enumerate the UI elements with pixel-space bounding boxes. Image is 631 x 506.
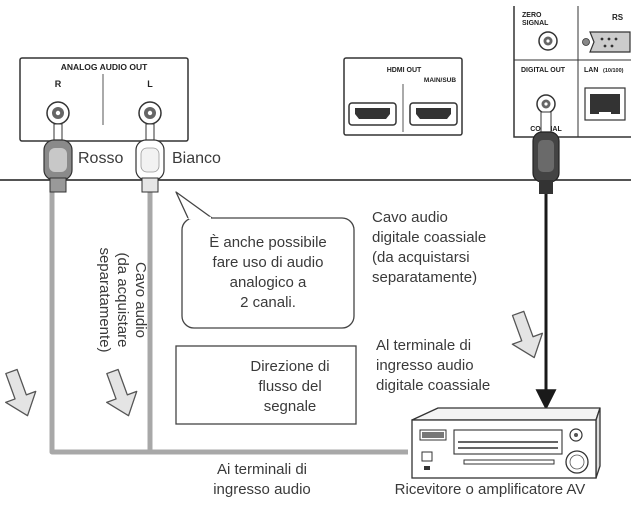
receiver-label: Ricevitore o amplificatore AV (395, 481, 586, 498)
rs-label: RS (612, 13, 624, 22)
analog-cable-label: Cavo audio (da acquistare separatamente) (96, 247, 149, 352)
audio-terminals-label-2: ingresso audio (213, 481, 311, 498)
svg-text:flusso del: flusso del (258, 378, 321, 395)
hdmi-sub-label: MAIN/SUB (424, 77, 456, 84)
svg-text:Cavo audio: Cavo audio (132, 262, 149, 338)
analog-l-label: L (147, 79, 153, 89)
svg-text:2 canali.: 2 canali. (240, 294, 296, 311)
digital-out-panel: ZERO SIGNAL RS DIGITAL OUT LAN (10/100) … (513, 6, 631, 138)
zero-signal-label-1: ZERO (522, 12, 542, 19)
svg-text:digitale coassiale: digitale coassiale (376, 377, 490, 394)
rosso-label: Rosso (78, 150, 123, 167)
lan-sub-label: (10/100) (603, 68, 624, 74)
av-receiver (411, 407, 601, 479)
analog-r-jack (46, 101, 70, 125)
callout-bubble: È anche possibile fare uso di audio anal… (175, 191, 355, 329)
svg-text:segnale: segnale (264, 398, 317, 415)
svg-text:È anche possibile: È anche possibile (209, 234, 327, 251)
analog-audio-out-title: ANALOG AUDIO OUT (61, 62, 148, 72)
white-rca-plug (135, 123, 165, 193)
svg-text:digitale coassiale: digitale coassiale (372, 229, 486, 246)
analog-audio-out-panel: ANALOG AUDIO OUT R L (19, 57, 189, 142)
signal-flow-arrow-mid (105, 368, 138, 417)
rs232-port (582, 31, 631, 53)
zero-signal-label-2: SIGNAL (522, 20, 549, 27)
svg-text:(da acquistarsi: (da acquistarsi (372, 249, 470, 266)
coaxial-plug (532, 111, 560, 194)
hdmi-port-sub (409, 102, 458, 126)
svg-text:Direzione di: Direzione di (250, 358, 329, 375)
svg-text:analogico a: analogico a (230, 274, 307, 291)
svg-text:separatamente): separatamente) (372, 269, 477, 286)
coaxial-terminal-label: Al terminale di ingresso audio digitale … (376, 337, 490, 394)
svg-text:ingresso audio: ingresso audio (376, 357, 474, 374)
svg-text:Cavo audio: Cavo audio (372, 209, 448, 226)
svg-text:fare uso di audio: fare uso di audio (213, 254, 324, 271)
coaxial-digital-jack (536, 94, 556, 114)
analog-l-jack (138, 101, 162, 125)
audio-terminals-label-1: Ai terminali di (217, 461, 307, 478)
svg-text:Al terminale di: Al terminale di (376, 337, 471, 354)
analog-cables (49, 190, 408, 455)
hdmi-out-panel: HDMI OUT MAIN/SUB (343, 57, 463, 136)
svg-text:(da acquistare: (da acquistare (114, 252, 131, 347)
hdmi-port-main (348, 102, 397, 126)
lan-label: LAN (584, 67, 598, 74)
svg-text:separatamente): separatamente) (96, 247, 113, 352)
signal-flow-arrow-right (511, 310, 544, 359)
hdmi-out-title: HDMI OUT (387, 67, 422, 74)
digital-out-label: DIGITAL OUT (521, 67, 566, 74)
signal-direction-legend: Direzione di flusso del segnale (175, 345, 357, 425)
coaxial-cable-label: Cavo audio digitale coassiale (da acquis… (372, 209, 486, 286)
lan-port (584, 87, 626, 121)
bianco-label: Bianco (172, 150, 221, 167)
analog-r-label: R (55, 79, 62, 89)
red-rca-plug (43, 123, 73, 193)
zero-signal-jack (538, 31, 558, 51)
signal-flow-arrow-left (4, 368, 37, 417)
